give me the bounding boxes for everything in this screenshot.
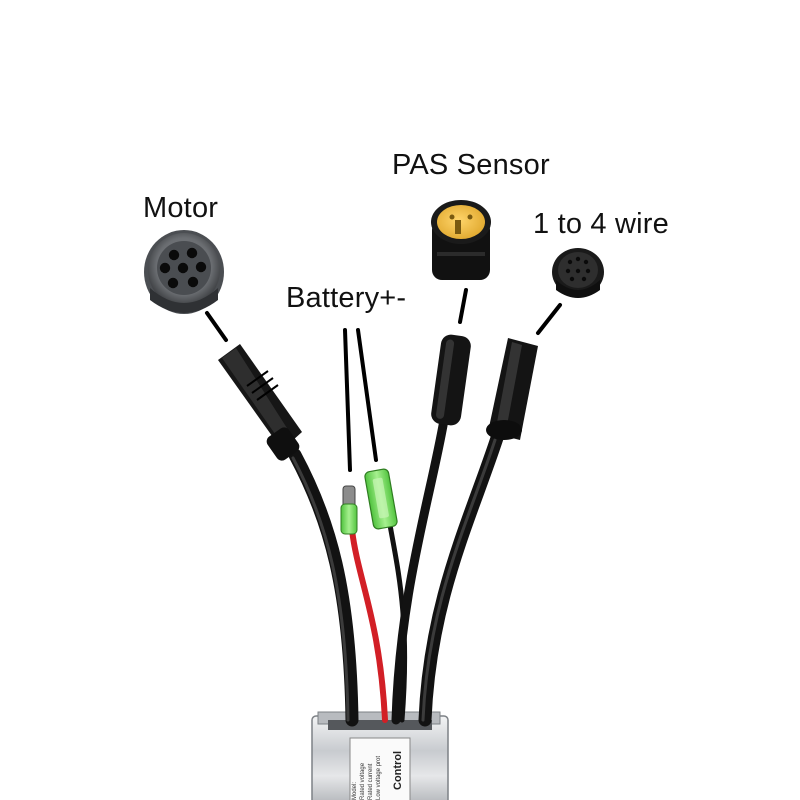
controller-label-title: Control: [392, 751, 404, 790]
pas-cable: [391, 415, 449, 725]
battery-label: Battery+-: [286, 282, 407, 314]
pas-sensor-plug: [431, 200, 491, 280]
controller-label-line: Model:: [352, 782, 358, 800]
wire-connector-face: [552, 248, 604, 298]
battery-negative-wire: [387, 522, 408, 723]
pas-cable-connector: [431, 334, 471, 426]
battery-positive-terminal: [364, 468, 398, 530]
pointer-lines: [205, 288, 562, 472]
wire-cable-connector: [486, 338, 538, 440]
motor-label: Motor: [143, 192, 219, 224]
controller-box: Control Model: Rated voltage Rated curre…: [311, 711, 449, 800]
controller-label-line: Rated voltage: [360, 762, 366, 800]
battery-positive-wire: [349, 527, 388, 723]
motor-connector-face: [144, 230, 224, 314]
controller-label-line: Low voltage prot: [376, 756, 382, 800]
one-to-four-wire-label: 1 to 4 wire: [533, 208, 669, 240]
motor-connector: [218, 344, 302, 461]
cables: [288, 415, 504, 727]
pas-sensor-label: PAS Sensor: [392, 149, 550, 181]
motor-cable: [288, 448, 359, 727]
controller-label-line: Rated current: [368, 763, 374, 800]
battery-negative-terminal: [340, 485, 358, 535]
